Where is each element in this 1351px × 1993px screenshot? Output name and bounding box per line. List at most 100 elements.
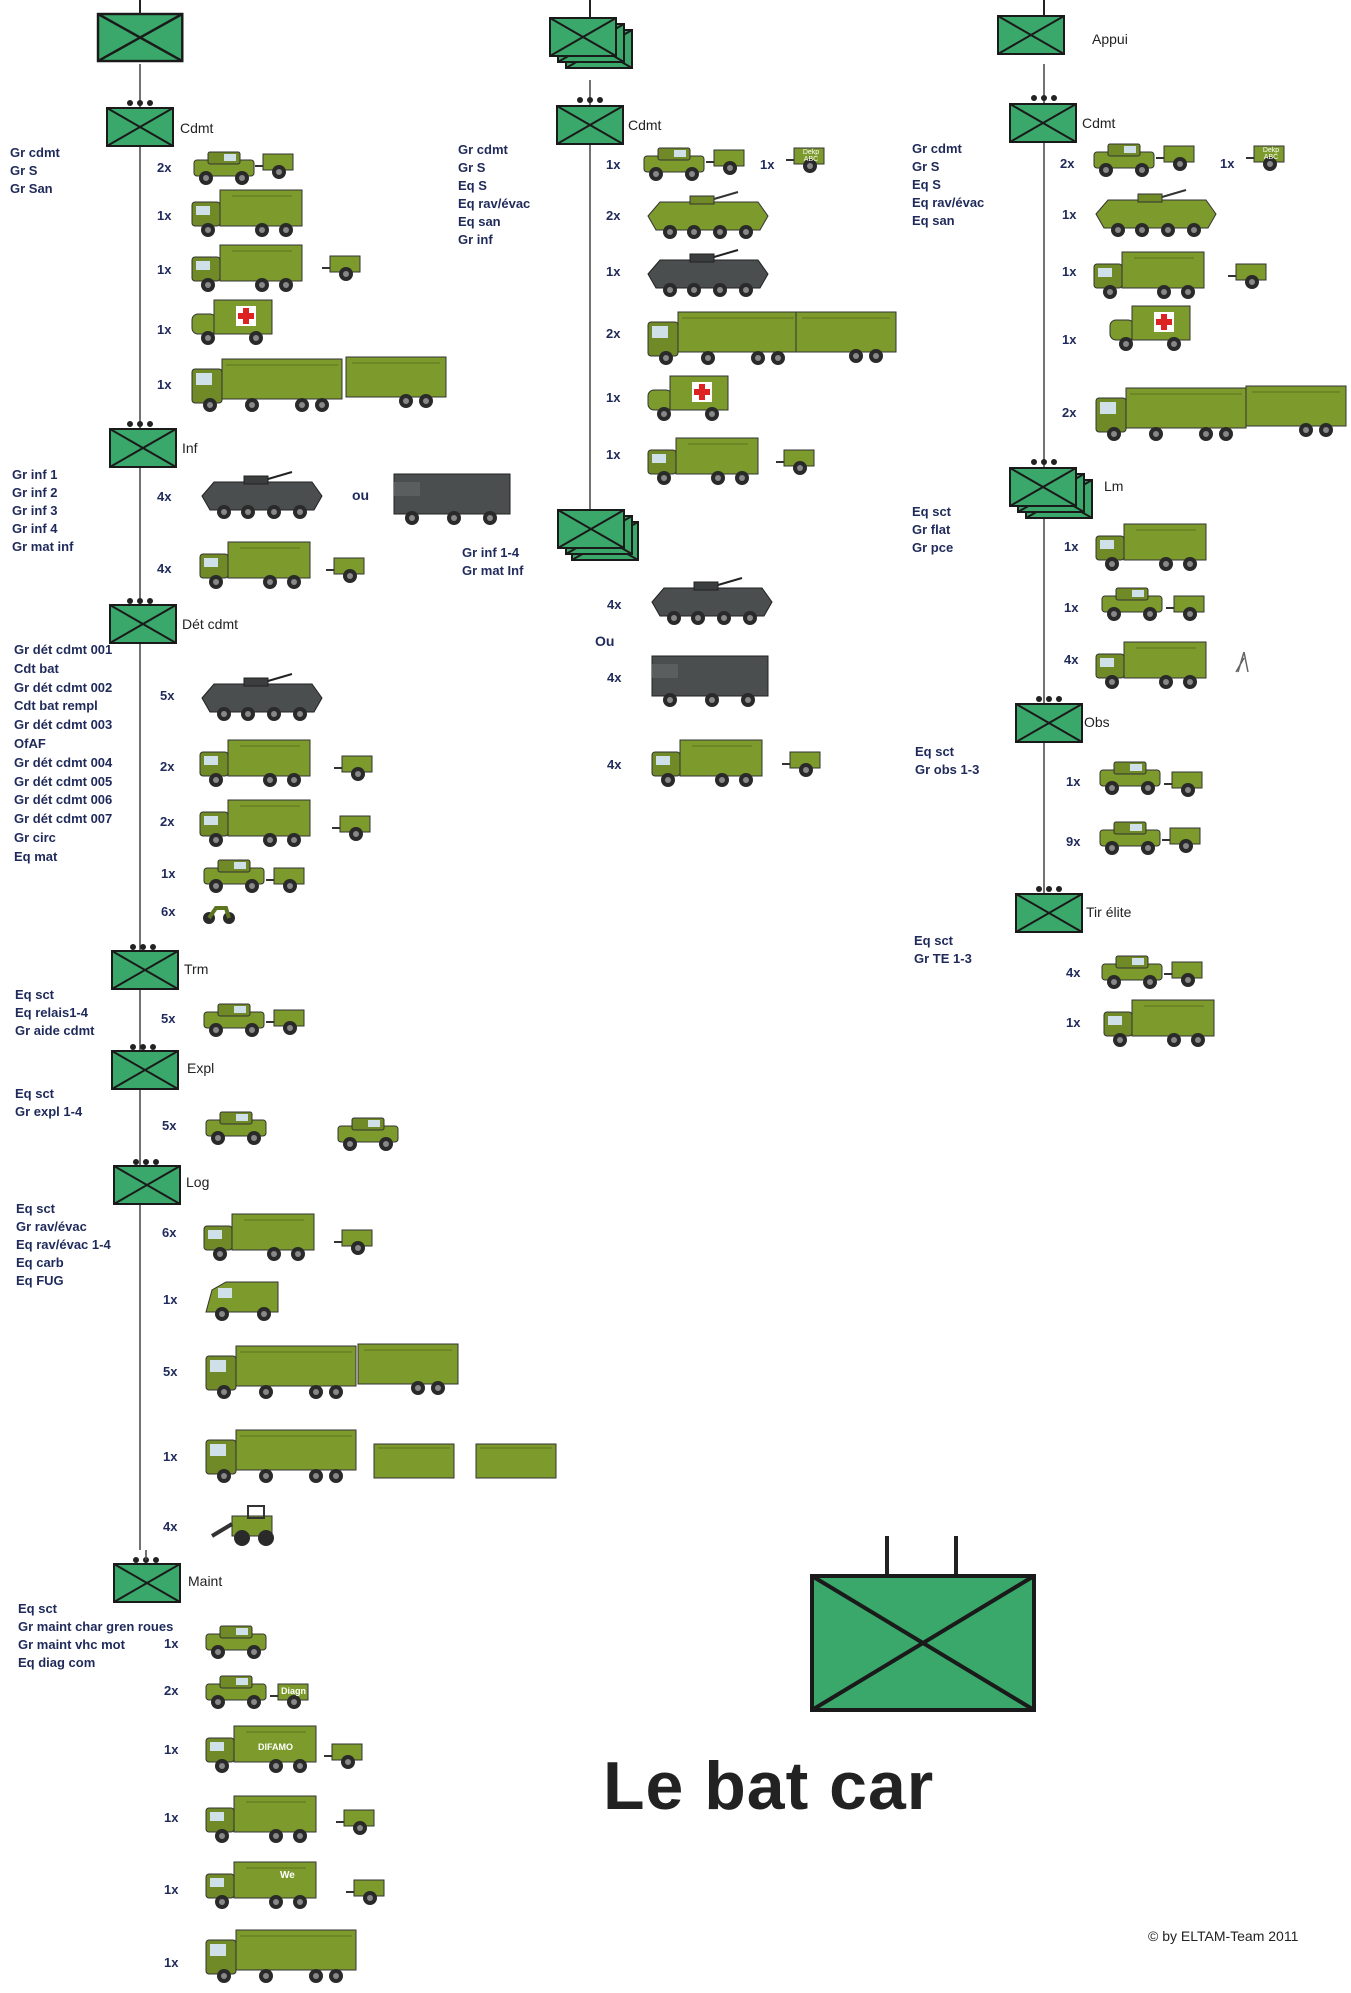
role: Eq mat <box>14 848 58 864</box>
role: Eq sct <box>15 1086 55 1101</box>
role: Gr inf 1-4 <box>462 545 520 560</box>
count: 2x <box>157 160 172 175</box>
count: 4x <box>1064 652 1079 667</box>
count: 1x <box>163 1449 178 1464</box>
role: Gr dét cdmt 005 <box>14 773 113 789</box>
right-obs-label: Obs <box>1084 714 1110 730</box>
role: Gr flat <box>912 522 951 537</box>
right-tirelite-roles: Eq sct Gr TE 1-3 <box>914 932 972 968</box>
count: 1x <box>1066 1015 1081 1030</box>
right-lm-roles: Eq sct Gr flat Gr pce <box>912 503 953 557</box>
left-inf-roles-2: Gr inf 1-4 Gr mat Inf <box>462 544 523 580</box>
role: Gr expl 1-4 <box>15 1104 83 1119</box>
role: Gr maint vhc mot <box>18 1637 125 1652</box>
role: Eq diag com <box>18 1655 96 1670</box>
role: Gr inf <box>458 232 493 247</box>
role: Eq rav/évac 1-4 <box>16 1237 111 1252</box>
right-cdmt-label: Cdmt <box>1082 115 1116 131</box>
left-detcdmt-roles: Gr dét cdmt 001 Cdt bat Gr dét cdmt 002 … <box>14 641 112 867</box>
diagn-label: Diagn <box>281 1686 307 1696</box>
role: Gr cdmt <box>458 142 508 157</box>
role: Gr San <box>10 181 53 196</box>
role: Gr S <box>912 159 940 174</box>
count: 1x <box>606 390 621 405</box>
role: Eq san <box>458 214 501 229</box>
count: 1x <box>1064 600 1079 615</box>
role: Gr inf 4 <box>12 521 58 536</box>
left-inf-roles: Gr inf 1 Gr inf 2 Gr inf 3 Gr inf 4 Gr m… <box>12 466 73 556</box>
we-label: We <box>280 1870 295 1881</box>
page-title: Le bat car <box>603 1748 935 1824</box>
count: 1x <box>1062 207 1077 222</box>
count: 5x <box>162 1118 177 1133</box>
role: Gr mat inf <box>12 539 74 554</box>
left-log-symbol <box>113 1159 181 1205</box>
count: 1x <box>164 1636 179 1651</box>
role: Gr rav/évac <box>16 1219 87 1234</box>
count: 1x <box>1062 332 1077 347</box>
count: 1x <box>164 1810 179 1825</box>
left-trm-roles: Eq sct Eq relais1-4 Gr aide cdmt <box>15 986 94 1040</box>
count: 5x <box>160 688 175 703</box>
count: 6x <box>161 904 176 919</box>
role: Gr obs 1-3 <box>915 762 980 777</box>
count: 5x <box>163 1364 178 1379</box>
role: Eq sct <box>912 504 952 519</box>
role: Gr mat Inf <box>462 563 524 578</box>
count: 4x <box>1066 965 1081 980</box>
left-trm-symbol <box>111 944 179 990</box>
count: 1x <box>1220 156 1235 171</box>
left-detcdmt-symbol <box>109 598 177 644</box>
role: Gr dét cdmt 004 <box>14 754 113 770</box>
role: Eq FUG <box>16 1273 64 1288</box>
role: Eq relais1-4 <box>15 1005 88 1020</box>
left-expl-symbol <box>111 1044 179 1090</box>
abc-label: Dekp ABC <box>1262 147 1280 161</box>
left-log-label: Log <box>186 1174 210 1190</box>
count: 1x <box>164 1882 179 1897</box>
mwd-label: MWD <box>396 1946 421 1957</box>
count: 1x <box>157 377 172 392</box>
left-expl-label: Expl <box>187 1060 215 1076</box>
left-inf-symbol <box>109 421 177 468</box>
count: 2x <box>164 1683 179 1698</box>
role: Eq sct <box>16 1201 56 1216</box>
right-tirelite-symbol <box>1015 886 1083 933</box>
middle-column-tree <box>549 0 896 787</box>
count: 1x <box>157 262 172 277</box>
role: Gr inf 1 <box>12 467 58 482</box>
count: 1x <box>760 157 775 172</box>
count: 2x <box>160 759 175 774</box>
role: Gr dét cdmt 002 <box>14 679 113 695</box>
count: 6x <box>162 1225 177 1240</box>
left-inf-label: Inf <box>182 440 198 456</box>
middle-cdmt-roles: Gr cdmt Gr S Eq S Eq rav/évac Eq san Gr … <box>458 141 530 249</box>
left-expl-roles: Eq sct Gr expl 1-4 <box>15 1085 82 1121</box>
right-cdmt-roles: Gr cdmt Gr S Eq S Eq rav/évac Eq san <box>912 140 984 230</box>
role: Eq sct <box>15 987 55 1002</box>
role: Cdt bat rempl <box>14 698 98 714</box>
count: 4x <box>607 670 622 685</box>
role: Eq sct <box>915 744 955 759</box>
role: Gr aide cdmt <box>15 1023 95 1038</box>
difamo-label: DIFAMO <box>258 1742 293 1752</box>
middle-top-symbol-stack <box>549 17 633 69</box>
right-obs-roles: Eq sct Gr obs 1-3 <box>915 743 979 779</box>
middle-inf-symbol-stack <box>557 509 639 561</box>
left-cdmt-roles: Gr cdmt Gr S Gr San <box>10 144 60 198</box>
role: Gr pce <box>912 540 954 555</box>
role: Gr inf 3 <box>12 503 58 518</box>
right-lm-symbol-stack <box>1009 459 1093 519</box>
count: 4x <box>157 489 172 504</box>
count: 1x <box>1064 539 1079 554</box>
count: 2x <box>160 814 175 829</box>
role: Eq sct <box>18 1601 58 1616</box>
role: Gr cdmt <box>10 145 60 160</box>
role: Eq san <box>912 213 955 228</box>
left-log-roles: Eq sct Gr rav/évac Eq rav/évac 1-4 Eq ca… <box>16 1200 111 1290</box>
count: 2x <box>606 208 621 223</box>
abc-label: Dekp ABC <box>802 149 820 163</box>
count: 1x <box>606 447 621 462</box>
